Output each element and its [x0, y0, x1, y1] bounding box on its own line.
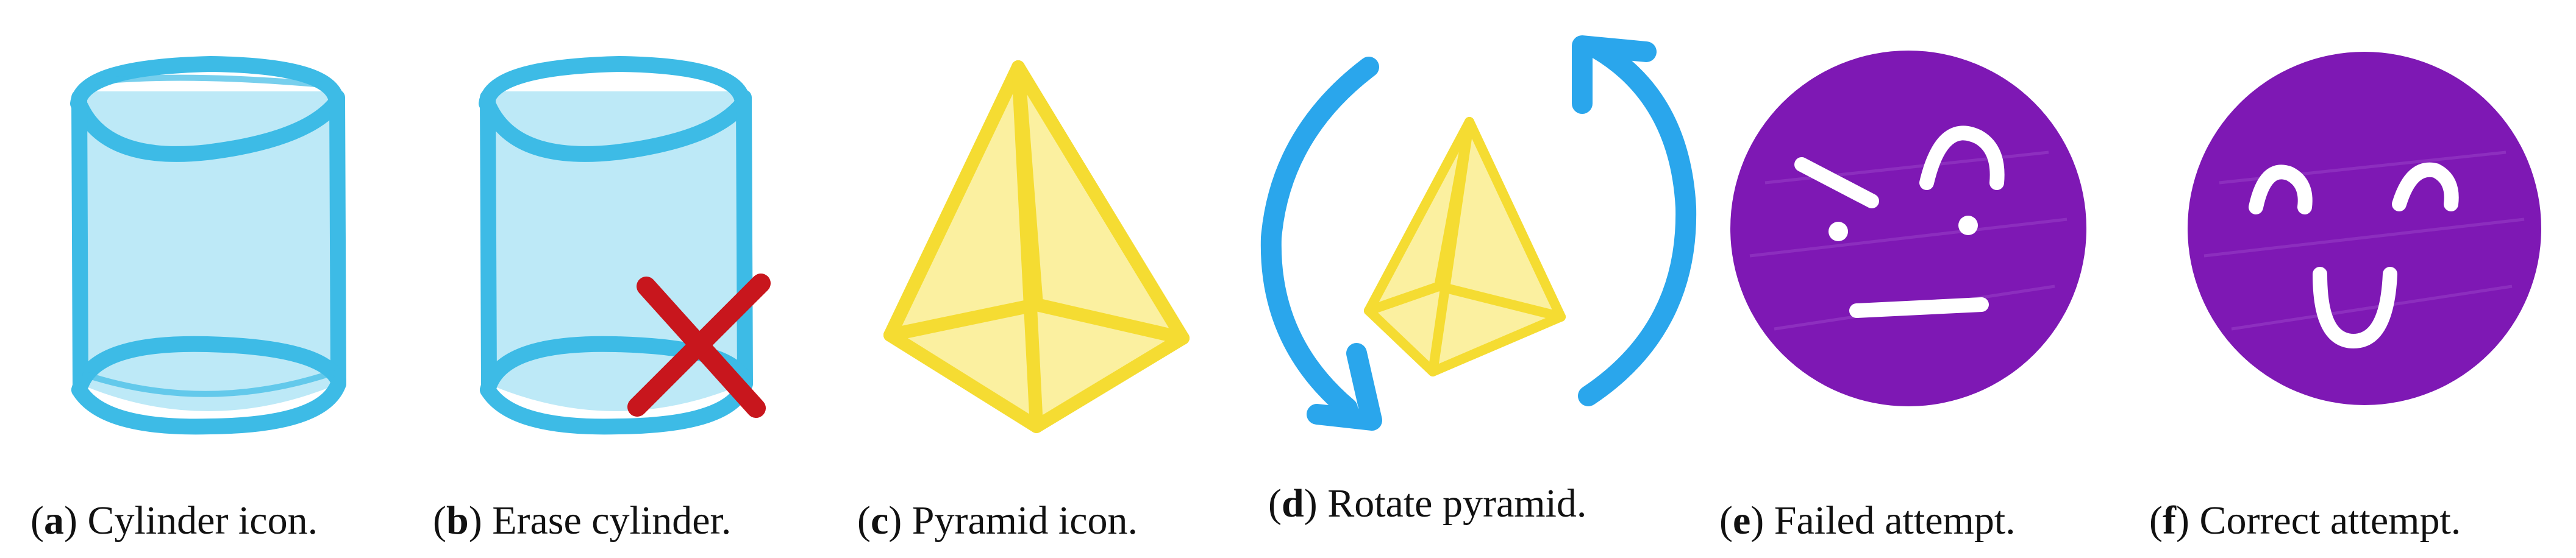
caption-correct-attempt: (f) Correct attempt.	[2149, 498, 2461, 543]
brow-right-icon	[1919, 125, 2005, 190]
panel-correct-attempt: (f) Correct attempt.	[2134, 0, 2576, 558]
caption-rotate-pyramid: (d) Rotate pyramid.	[1268, 481, 1587, 526]
caption-text: Cylinder icon.	[77, 498, 318, 543]
caption-text: Failed attempt.	[1764, 498, 2016, 543]
panel-rotate-pyramid: (d) Rotate pyramid.	[1250, 0, 1707, 558]
mouth-icon	[1849, 297, 1989, 318]
pyramid-icon	[883, 60, 1190, 433]
panel-pyramid: (c) Pyramid icon.	[854, 0, 1280, 558]
erase-cylinder-icon	[479, 55, 771, 435]
caption-text: Erase cylinder.	[482, 498, 732, 543]
caption-letter: d	[1281, 481, 1304, 526]
caption-letter: e	[1732, 498, 1751, 543]
caption-letter: f	[2162, 498, 2176, 543]
eye-right-icon	[1958, 216, 1978, 235]
brow-left-icon	[1794, 157, 1879, 208]
frowning-face-icon	[1730, 51, 2086, 406]
cylinder-icon	[70, 55, 346, 435]
panel-cylinder: (a) Cylinder icon.	[0, 0, 427, 558]
smiling-face-icon	[2188, 52, 2541, 405]
rotate-pyramid-icon	[1260, 35, 1697, 431]
caption-text: Correct attempt.	[2189, 498, 2461, 543]
caption-letter: a	[43, 498, 64, 543]
caption-letter: c	[870, 498, 889, 543]
caption-cylinder-icon: (a) Cylinder icon.	[30, 498, 318, 543]
caption-failed-attempt: (e) Failed attempt.	[1719, 498, 2016, 543]
caption-text: Rotate pyramid.	[1317, 481, 1587, 526]
rotate-arrow-icon	[1260, 35, 1697, 431]
eye-left-icon	[2249, 164, 2313, 214]
caption-text: Pyramid icon.	[902, 498, 1138, 543]
eye-left-icon	[1829, 222, 1848, 241]
caption-erase-cylinder: (b) Erase cylinder.	[433, 498, 732, 543]
eye-right-icon	[2392, 162, 2459, 211]
erase-x-icon	[627, 274, 771, 418]
caption-letter: b	[446, 498, 469, 543]
caption-pyramid-icon: (c) Pyramid icon.	[857, 498, 1138, 543]
panel-failed-attempt: (e) Failed attempt.	[1707, 0, 2134, 558]
mouth-icon	[2313, 267, 2397, 349]
panel-erase-cylinder: (b) Erase cylinder.	[427, 0, 854, 558]
